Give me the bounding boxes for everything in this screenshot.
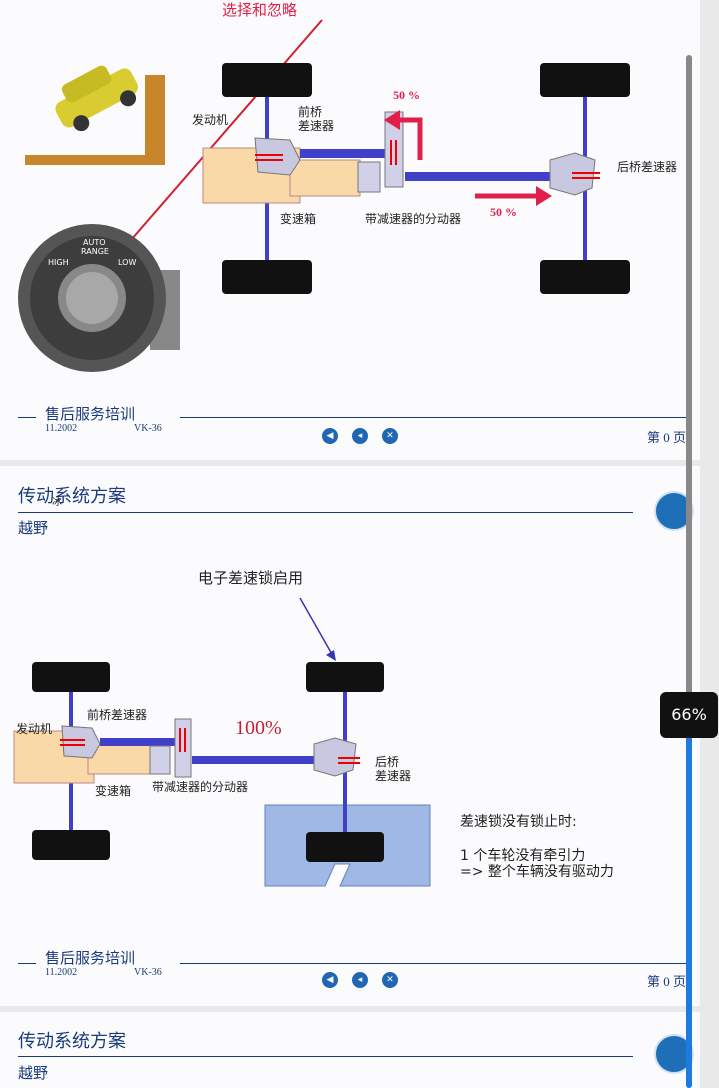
knob-label-high: HIGH [48, 258, 69, 267]
wheel-rear-right [306, 832, 384, 862]
prev-icon[interactable]: ◂ [352, 428, 368, 444]
diagram-slide1 [18, 19, 630, 372]
knob-label-low: LOW [118, 258, 137, 267]
label-rear-axle: 后桥 [375, 755, 400, 769]
wheel-rear-left [540, 63, 630, 97]
label-percent: 100% [235, 717, 282, 739]
transfer-case [357, 161, 381, 193]
rear-diff-shape [313, 737, 357, 777]
label-gearbox: 变速箱 [95, 784, 132, 798]
footer-title: 售后服务培训 [45, 405, 136, 423]
label-front-diff: 前桥差速器 [87, 708, 148, 722]
wheel-front-right [32, 830, 110, 860]
wheel-rear-right [540, 260, 630, 294]
front-diff-shape [254, 137, 301, 176]
knob-label-auto: AUTO [83, 238, 106, 247]
stray-char: 冰 [52, 497, 62, 508]
wheel-front-left [222, 63, 312, 97]
prev-icon[interactable]: ◂ [352, 972, 368, 988]
close-icon[interactable]: ✕ [382, 428, 398, 444]
label-engine: 发动机 [192, 113, 229, 127]
label-transfer-case: 带减速器的分动器 [365, 212, 462, 226]
front-diff-shape [61, 725, 101, 759]
label-transfer-case: 带减速器的分动器 [152, 780, 249, 794]
annotation-select-ignore: 选择和忽略 [222, 1, 298, 19]
slide-1: 选择和忽略 [0, 0, 700, 460]
footer-code: VK-36 [134, 423, 162, 434]
label-rear-diff: 后桥差速器 [617, 160, 678, 174]
note-line-2: 1 个车轮没有牵引力 [460, 848, 586, 864]
label-rear-diff: 差速器 [375, 769, 412, 783]
slope-shape [25, 75, 165, 165]
note-line-1: 差速锁没有锁止时: [460, 814, 577, 830]
label-engine: 发动机 [16, 722, 53, 736]
scrollbar-thumb[interactable] [686, 730, 692, 1088]
footer-date: 11.2002 [45, 423, 78, 434]
transfer-case [149, 745, 171, 775]
wheel-front-left [32, 662, 110, 692]
label-percent-top: 50 % [393, 88, 420, 102]
footer-line-right [180, 963, 690, 964]
wheel-rear-left [306, 662, 384, 692]
footer-date: 11.2002 [45, 967, 78, 978]
footer-title: 售后服务培训 [45, 949, 136, 967]
page-number: 第 0 页 [647, 430, 687, 445]
drive-mode-knob [18, 224, 180, 372]
footer-line-right [180, 417, 690, 418]
section-subtitle: 越野 [18, 1064, 49, 1082]
scrollbar-track[interactable] [686, 55, 692, 1088]
footer-code: VK-36 [134, 967, 162, 978]
title-underline [18, 1056, 633, 1057]
car-icon [55, 65, 139, 132]
slide-3: 传动系统方案 越野 [0, 1012, 700, 1088]
gearbox-block [289, 159, 361, 197]
zoom-badge: 66% [660, 692, 718, 738]
footer-line-left [18, 417, 36, 418]
note-line-3: => 整个车辆没有驱动力 [460, 864, 614, 880]
first-icon[interactable]: ◀ [322, 972, 338, 988]
knob-label-range: RANGE [81, 247, 109, 256]
first-icon[interactable]: ◀ [322, 428, 338, 444]
section-title: 传动系统方案 [18, 486, 126, 507]
section-title: 传动系统方案 [18, 1031, 126, 1052]
close-icon[interactable]: ✕ [382, 972, 398, 988]
label-front-axle: 前桥 [298, 105, 323, 119]
label-gearbox: 变速箱 [280, 212, 317, 226]
label-percent-bottom: 50 % [490, 205, 517, 219]
footer-line-left [18, 963, 36, 964]
page-number: 第 0 页 [647, 974, 687, 989]
annotation-elock: 电子差速锁启用 [198, 569, 304, 587]
wheel-front-right [222, 260, 312, 294]
label-front-diff: 差速器 [298, 119, 335, 133]
title-underline [18, 512, 633, 513]
diagram-slide2 [13, 597, 431, 887]
slide-2: 传动系统方案 冰 越野 电子差速锁启用 发动机 前桥差速器 变速箱 带减速器的分… [0, 466, 700, 1006]
section-subtitle: 越野 [18, 519, 49, 537]
